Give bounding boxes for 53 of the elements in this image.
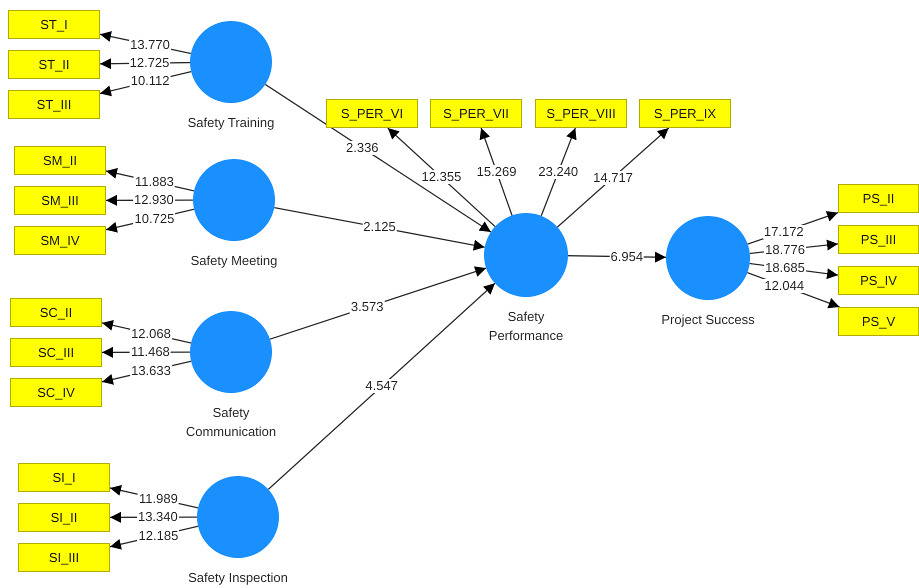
indicator-box: SC_III — [10, 338, 102, 367]
edge-label: 11.468 — [130, 345, 171, 360]
indicator-box: SM_IV — [14, 226, 106, 255]
edge-label: 13.633 — [130, 364, 172, 378]
edge-label: 18.685 — [764, 261, 806, 276]
indicator-box: SI_I — [18, 463, 110, 492]
edge-label: 13.770 — [129, 38, 171, 52]
edge-label: 12.930 — [132, 193, 175, 208]
edge-label: 2.336 — [345, 140, 380, 155]
edge-label: 12.068 — [130, 326, 172, 341]
indicator-box: SI_II — [18, 503, 110, 532]
indicator-box: SI_III — [18, 543, 110, 572]
indicator-box: SC_IV — [10, 378, 102, 407]
latent-variable-label: Project Success — [660, 311, 756, 329]
latent-variable-label: Safety Training — [186, 114, 276, 132]
arrow — [264, 84, 492, 233]
edge-label: 6.954 — [610, 250, 644, 264]
edge-label: 14.717 — [592, 170, 634, 185]
indicator-box: SM_II — [14, 146, 106, 175]
arrow — [268, 282, 496, 490]
latent-variable-label: Safety Communication — [184, 404, 278, 441]
edge-label: 10.112 — [130, 74, 170, 88]
indicator-box: SM_III — [14, 186, 106, 215]
indicator-box: PS_V — [838, 307, 919, 336]
edge-label: 3.573 — [350, 300, 384, 314]
indicator-box: ST_II — [8, 50, 100, 79]
edge-label: 11.989 — [138, 492, 179, 506]
latent-variable-label: Safety Performance — [488, 308, 564, 345]
edge-label: 17.172 — [762, 224, 805, 239]
indicator-box: PS_III — [838, 225, 919, 254]
edge-label: 12.355 — [420, 170, 462, 184]
latent-variable-label: Safety Inspection — [187, 569, 289, 587]
edge-label: 10.725 — [134, 212, 176, 226]
edge-label: 4.547 — [364, 379, 399, 394]
edge-label: 15.269 — [476, 164, 518, 179]
edge-label: 12.044 — [763, 279, 806, 294]
indicator-box: S_PER_IX — [639, 99, 731, 128]
edge-label: 2.125 — [362, 220, 397, 234]
indicator-box: S_PER_VII — [430, 99, 522, 128]
indicator-box: S_PER_VI — [326, 99, 418, 128]
indicator-box: SC_II — [10, 298, 102, 327]
edge-label: 11.883 — [134, 174, 175, 189]
edge-label: 13.340 — [136, 510, 179, 524]
indicator-box: S_PER_VIII — [535, 99, 627, 128]
indicator-box: ST_I — [8, 10, 100, 39]
edge-label: 23.240 — [537, 164, 580, 179]
indicator-box: PS_II — [838, 184, 919, 213]
latent-variable-label: Safety Meeting — [190, 252, 278, 270]
indicator-box: PS_IV — [838, 266, 919, 295]
edge-label: 18.776 — [764, 242, 806, 257]
edge-label: 12.185 — [138, 528, 180, 543]
edge-label: 12.725 — [128, 56, 170, 70]
indicator-box: ST_III — [8, 90, 100, 119]
